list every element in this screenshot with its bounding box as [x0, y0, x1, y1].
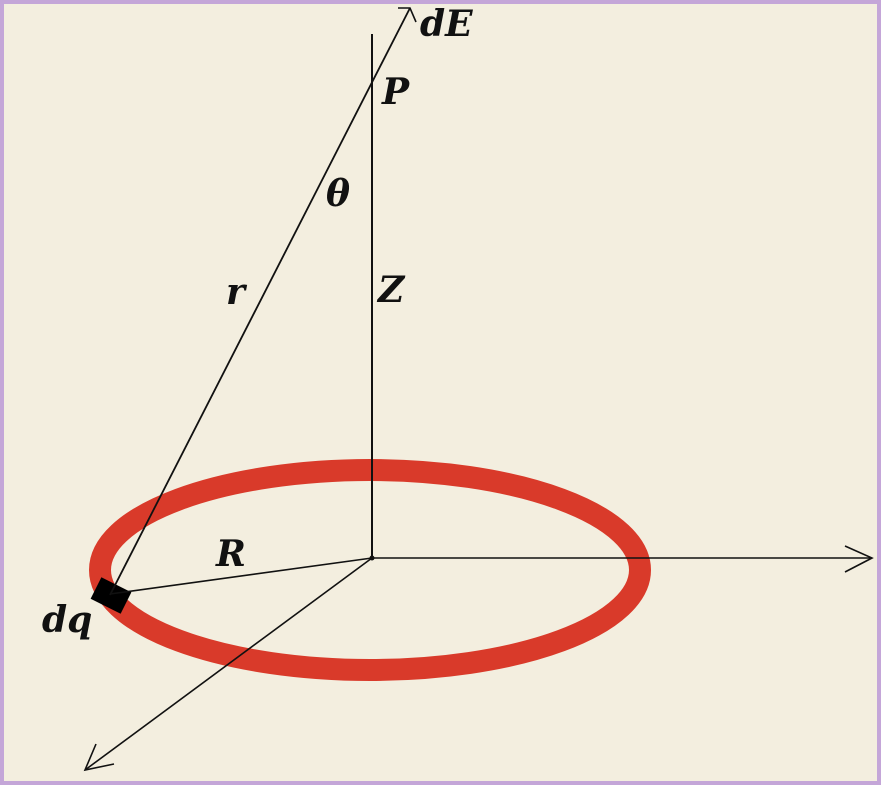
- y-axis: [84, 557, 373, 771]
- label-theta: θ: [326, 173, 350, 215]
- label-R: R: [215, 533, 246, 575]
- charged-ring: [89, 459, 651, 681]
- label-Z: Z: [376, 269, 406, 311]
- y-axis-arrowhead: [83, 743, 115, 772]
- charge-element-dq: [90, 577, 132, 614]
- label-dE: dE: [420, 3, 473, 45]
- x-axis-arrowhead: [844, 545, 874, 573]
- dE-arrowhead: [398, 7, 417, 23]
- label-P: P: [381, 71, 410, 113]
- origin-dot: [369, 555, 375, 561]
- radius-line: [109, 557, 373, 595]
- line-r: [109, 7, 411, 596]
- label-dq: dq: [42, 599, 92, 641]
- label-r: r: [226, 271, 248, 313]
